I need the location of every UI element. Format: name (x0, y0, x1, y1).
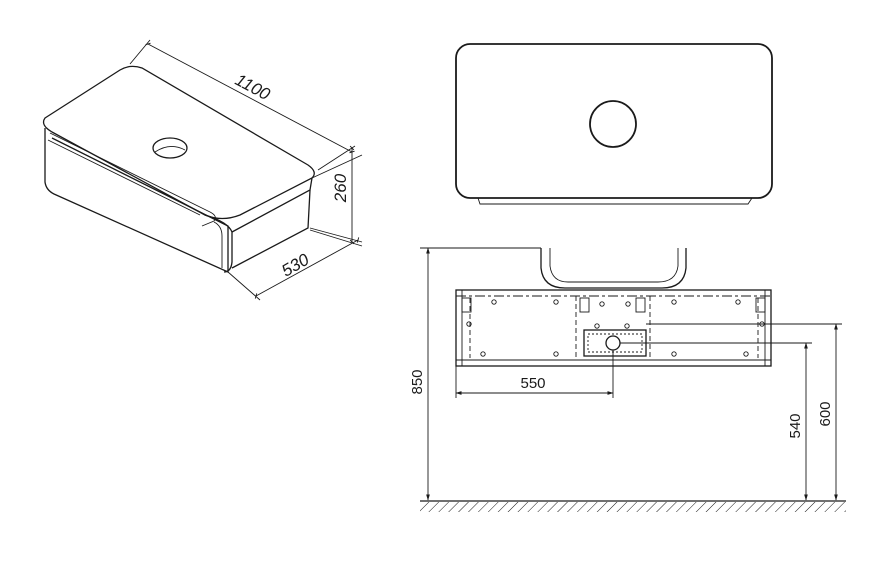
dim-label-supply-height: 600 (817, 401, 834, 426)
iso-drawer-line (47, 139, 201, 216)
basin-bowl (540, 248, 687, 289)
hinge-bracket (635, 297, 646, 313)
iso-basin-hole (152, 137, 188, 159)
top-view-basin-hole (589, 100, 637, 148)
hinge-bracket (579, 297, 590, 313)
hinge-bracket (461, 297, 472, 313)
iso-ext-line (129, 39, 151, 65)
iso-rounded-corner (204, 214, 233, 273)
top-view-base-edge (477, 197, 753, 205)
basin-inner (549, 248, 679, 283)
dim-label-waste-height: 540 (787, 413, 804, 438)
hinge-bracket (755, 297, 766, 313)
iso-ext-line (227, 271, 261, 301)
iso-ext-line (309, 229, 363, 247)
iso-basin-rim (154, 146, 186, 153)
dim-label-waste-offset: 550 (520, 375, 545, 392)
floor-hatch (420, 502, 846, 512)
waste-outlet-hole (605, 335, 621, 351)
front-elevation: 550 850 540 600 (409, 247, 846, 512)
isometric-view: 1100 260 530 (42, 39, 363, 301)
iso-right-face (231, 177, 313, 233)
iso-top-surface (42, 65, 315, 220)
dim-label-height: 260 (331, 173, 350, 203)
top-view (455, 43, 773, 205)
dim-line-depth (254, 237, 360, 299)
dim-label-depth: 530 (278, 250, 313, 281)
dim-line-length (145, 42, 355, 154)
dim-label-total-height: 850 (409, 369, 426, 394)
iso-corner-inner (213, 221, 223, 268)
mounting-holes (466, 299, 765, 357)
iso-drawer-edge (49, 132, 216, 227)
iso-front-face (44, 128, 229, 274)
iso-ext-line (309, 227, 363, 243)
cabinet-outline (455, 289, 772, 367)
top-view-outline (455, 43, 773, 199)
